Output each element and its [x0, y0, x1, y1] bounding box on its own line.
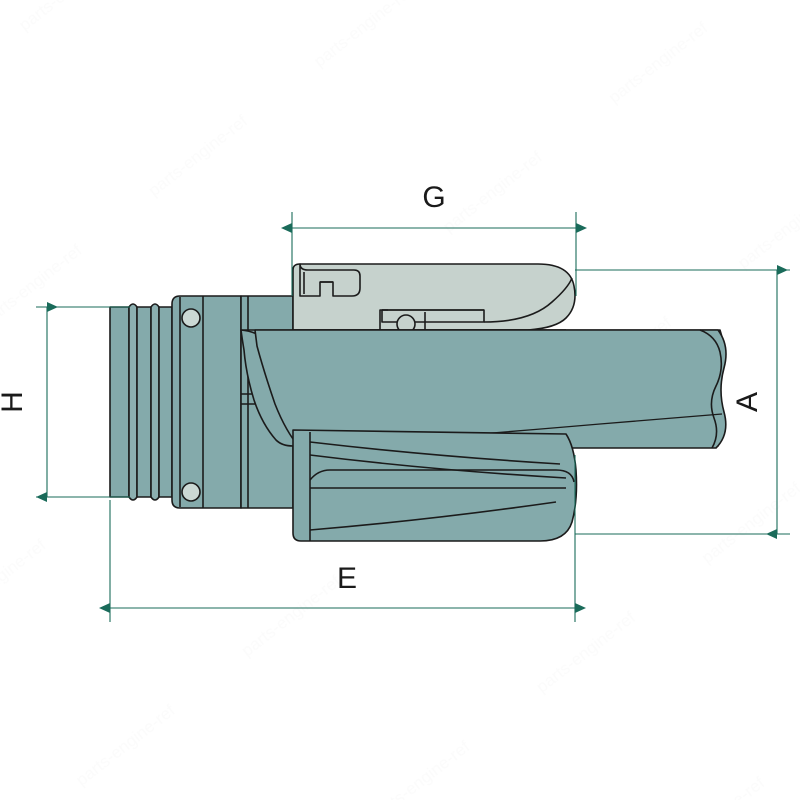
rib-1 [109, 306, 130, 498]
lower-skirt-curve-3 [309, 469, 575, 483]
part-geometry [109, 263, 727, 542]
dimension-E [99, 455, 586, 622]
upper-cap-assembly [292, 263, 576, 334]
dimension-H [36, 302, 130, 502]
cap-inner-corner [379, 309, 388, 330]
lower-skirt [292, 429, 578, 542]
ribbed-cable-entry [109, 303, 173, 501]
break-line-region [699, 329, 723, 449]
dimension-labels: G A H E [0, 181, 764, 595]
lower-skirt-body [292, 429, 578, 542]
dimension-label-A: A [731, 392, 764, 412]
dimension-G [281, 212, 587, 296]
flange-block [171, 295, 242, 509]
lower-skirt-curve-1 [309, 441, 561, 465]
lower-skirt-curve-4 [309, 501, 557, 531]
latch-step-detail [299, 263, 361, 297]
main-body-plate-shape [254, 329, 727, 449]
rib-gap-2 [150, 303, 160, 501]
cap-sweep-curve [483, 277, 573, 323]
flange-body [171, 295, 242, 509]
dimension-label-E: E [337, 562, 357, 595]
lower-skirt-curve-2 [309, 454, 567, 479]
rib-3 [158, 306, 173, 498]
rib-gap-1 [128, 303, 138, 501]
cap-outer-shell [292, 263, 576, 331]
dimension-label-H: H [0, 391, 29, 413]
break-line-wavy [699, 329, 723, 449]
dimension-layer [36, 212, 790, 622]
dimension-A [575, 265, 790, 539]
dimension-label-G: G [422, 181, 445, 214]
boss-bottom [181, 482, 201, 502]
rib-2 [136, 306, 152, 498]
boss-top [181, 308, 201, 328]
